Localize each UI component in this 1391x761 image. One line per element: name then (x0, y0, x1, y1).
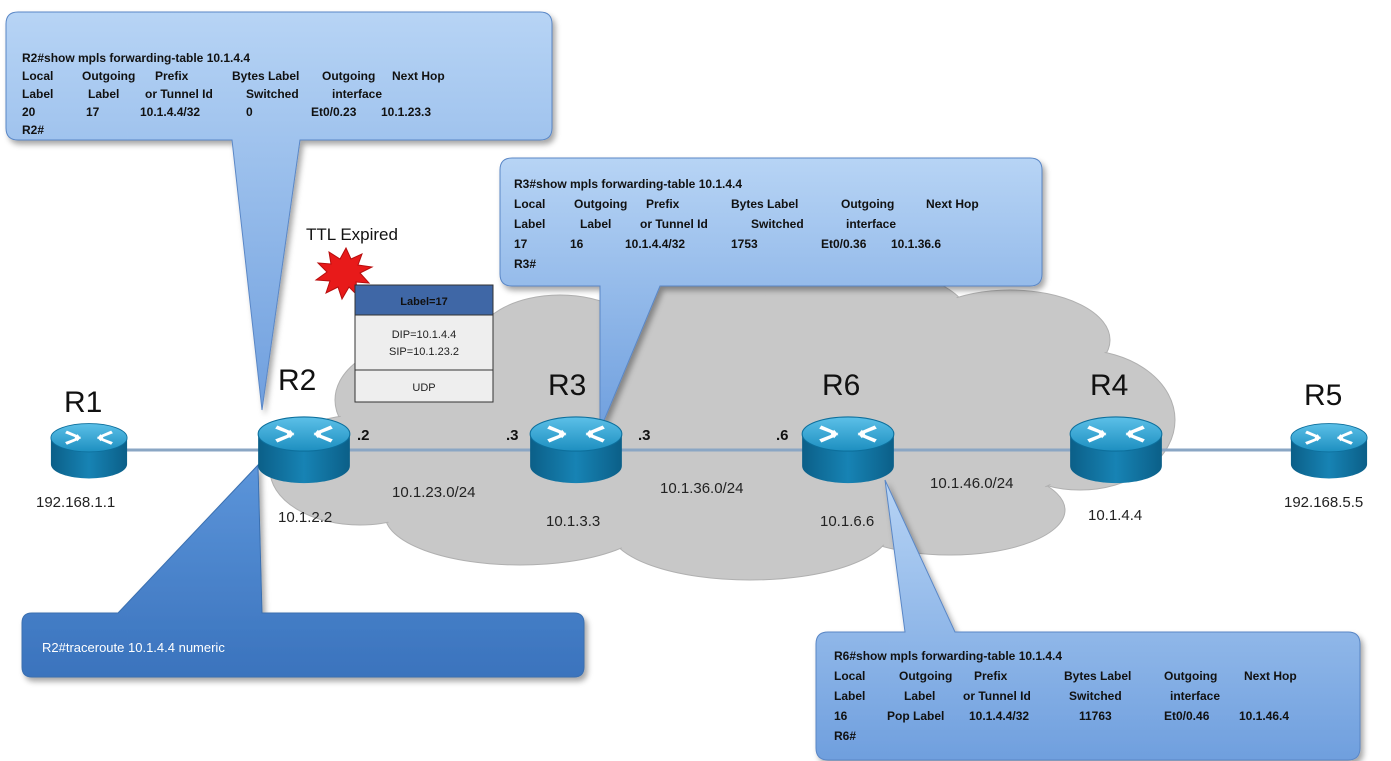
router-r4[interactable] (1069, 416, 1163, 484)
router-r5-name: R5 (1304, 379, 1342, 412)
ttl-expired-starburst-icon (314, 246, 374, 301)
router-icon (801, 416, 895, 484)
interface-r3-right-label: .3 (638, 427, 651, 444)
router-r3-name: R3 (548, 369, 586, 402)
callout-r2-prompt: R2# (22, 123, 44, 137)
router-r6-ip: 10.1.6.6 (820, 513, 874, 530)
router-icon (1290, 423, 1368, 479)
network-10-1-23: 10.1.23.0/24 (392, 484, 475, 501)
callout-r6-prompt: R6# (834, 729, 856, 743)
router-r1-name: R1 (64, 386, 102, 419)
router-r6[interactable] (801, 416, 895, 484)
router-icon (529, 416, 623, 484)
router-icon (257, 416, 351, 484)
svg-text:20 17 10.1.4.4/32: 20 17 10.1.4.4/32 0 Et0/0.23 10.1.23.3 (22, 105, 431, 119)
router-r1[interactable] (50, 423, 128, 479)
router-r3-ip: 10.1.3.3 (546, 513, 600, 530)
router-r2-ip: 10.1.2.2 (278, 509, 332, 526)
callout-r2-cmd: R2#show mpls forwarding-table 10.1.4.4 (22, 51, 250, 65)
callout-r3-text: R3#show mpls forwarding-table 10.1.4.4 L… (514, 177, 979, 271)
packet-proto: UDP (412, 382, 435, 394)
router-r4-ip: 10.1.4.4 (1088, 507, 1142, 524)
router-r4-name: R4 (1090, 369, 1128, 402)
callout-r3-prompt: R3# (514, 257, 536, 271)
interface-r6-left-label: .6 (776, 427, 789, 444)
ttl-expired-label: TTL Expired (306, 225, 398, 244)
callout-r6 (815, 479, 1361, 761)
svg-text:16 Pop Label 10.1.: 16 Pop Label 10.1.4.4/32 11763 Et0/0.46 … (834, 709, 1289, 723)
callout-r6-text: R6#show mpls forwarding-table 10.1.4.4 L… (834, 649, 1297, 743)
svg-text:Label Label or Tun: Label Label or Tunnel Id Switched interf… (514, 217, 896, 231)
packet-dip: DIP=10.1.4.4 (392, 329, 457, 341)
network-10-1-46: 10.1.46.0/24 (930, 475, 1013, 492)
router-r3[interactable] (529, 416, 623, 484)
packet-stack: Label=17 DIP=10.1.4.4 SIP=10.1.23.2 UDP (354, 284, 494, 403)
interface-r3-left-label: .3 (506, 427, 519, 444)
packet-sip: SIP=10.1.23.2 (389, 346, 459, 358)
svg-text:17 16 10.1.4.4/32: 17 16 10.1.4.4/32 1753 Et0/0.36 10.1.36.… (514, 237, 941, 251)
traceroute-command: R2#traceroute 10.1.4.4 numeric (42, 640, 225, 655)
network-10-1-36: 10.1.36.0/24 (660, 480, 743, 497)
svg-text:Local Outgoing Pre: Local Outgoing Prefix Bytes Label Outgoi… (22, 69, 445, 83)
svg-text:Local Outgoing Pre: Local Outgoing Prefix Bytes Label Outgoi… (514, 197, 979, 211)
router-r6-name: R6 (822, 369, 860, 402)
interface-r2-label: .2 (357, 427, 370, 444)
svg-text:Label Label or Tun: Label Label or Tunnel Id Switched interf… (22, 87, 382, 101)
router-r5[interactable] (1290, 423, 1368, 479)
router-icon (1069, 416, 1163, 484)
router-r1-ip: 192.168.1.1 (36, 494, 115, 511)
callout-r3 (499, 157, 1043, 431)
callout-r2-text: R2#show mpls forwarding-table 10.1.4.4 L… (22, 51, 445, 137)
router-r2[interactable] (257, 416, 351, 484)
svg-text:Label Label or Tun: Label Label or Tunnel Id Switched interf… (834, 689, 1220, 703)
packet-mpls-label: Label=17 (400, 296, 447, 308)
router-icon (50, 423, 128, 479)
callout-r6-cmd: R6#show mpls forwarding-table 10.1.4.4 (834, 649, 1062, 663)
svg-text:Local Outgoing Pre: Local Outgoing Prefix Bytes Label Outgoi… (834, 669, 1297, 683)
callout-traceroute (21, 463, 585, 678)
callout-r3-cmd: R3#show mpls forwarding-table 10.1.4.4 (514, 177, 742, 191)
router-r5-ip: 192.168.5.5 (1284, 494, 1363, 511)
callout-r2 (5, 11, 553, 411)
router-r2-name: R2 (278, 364, 316, 397)
